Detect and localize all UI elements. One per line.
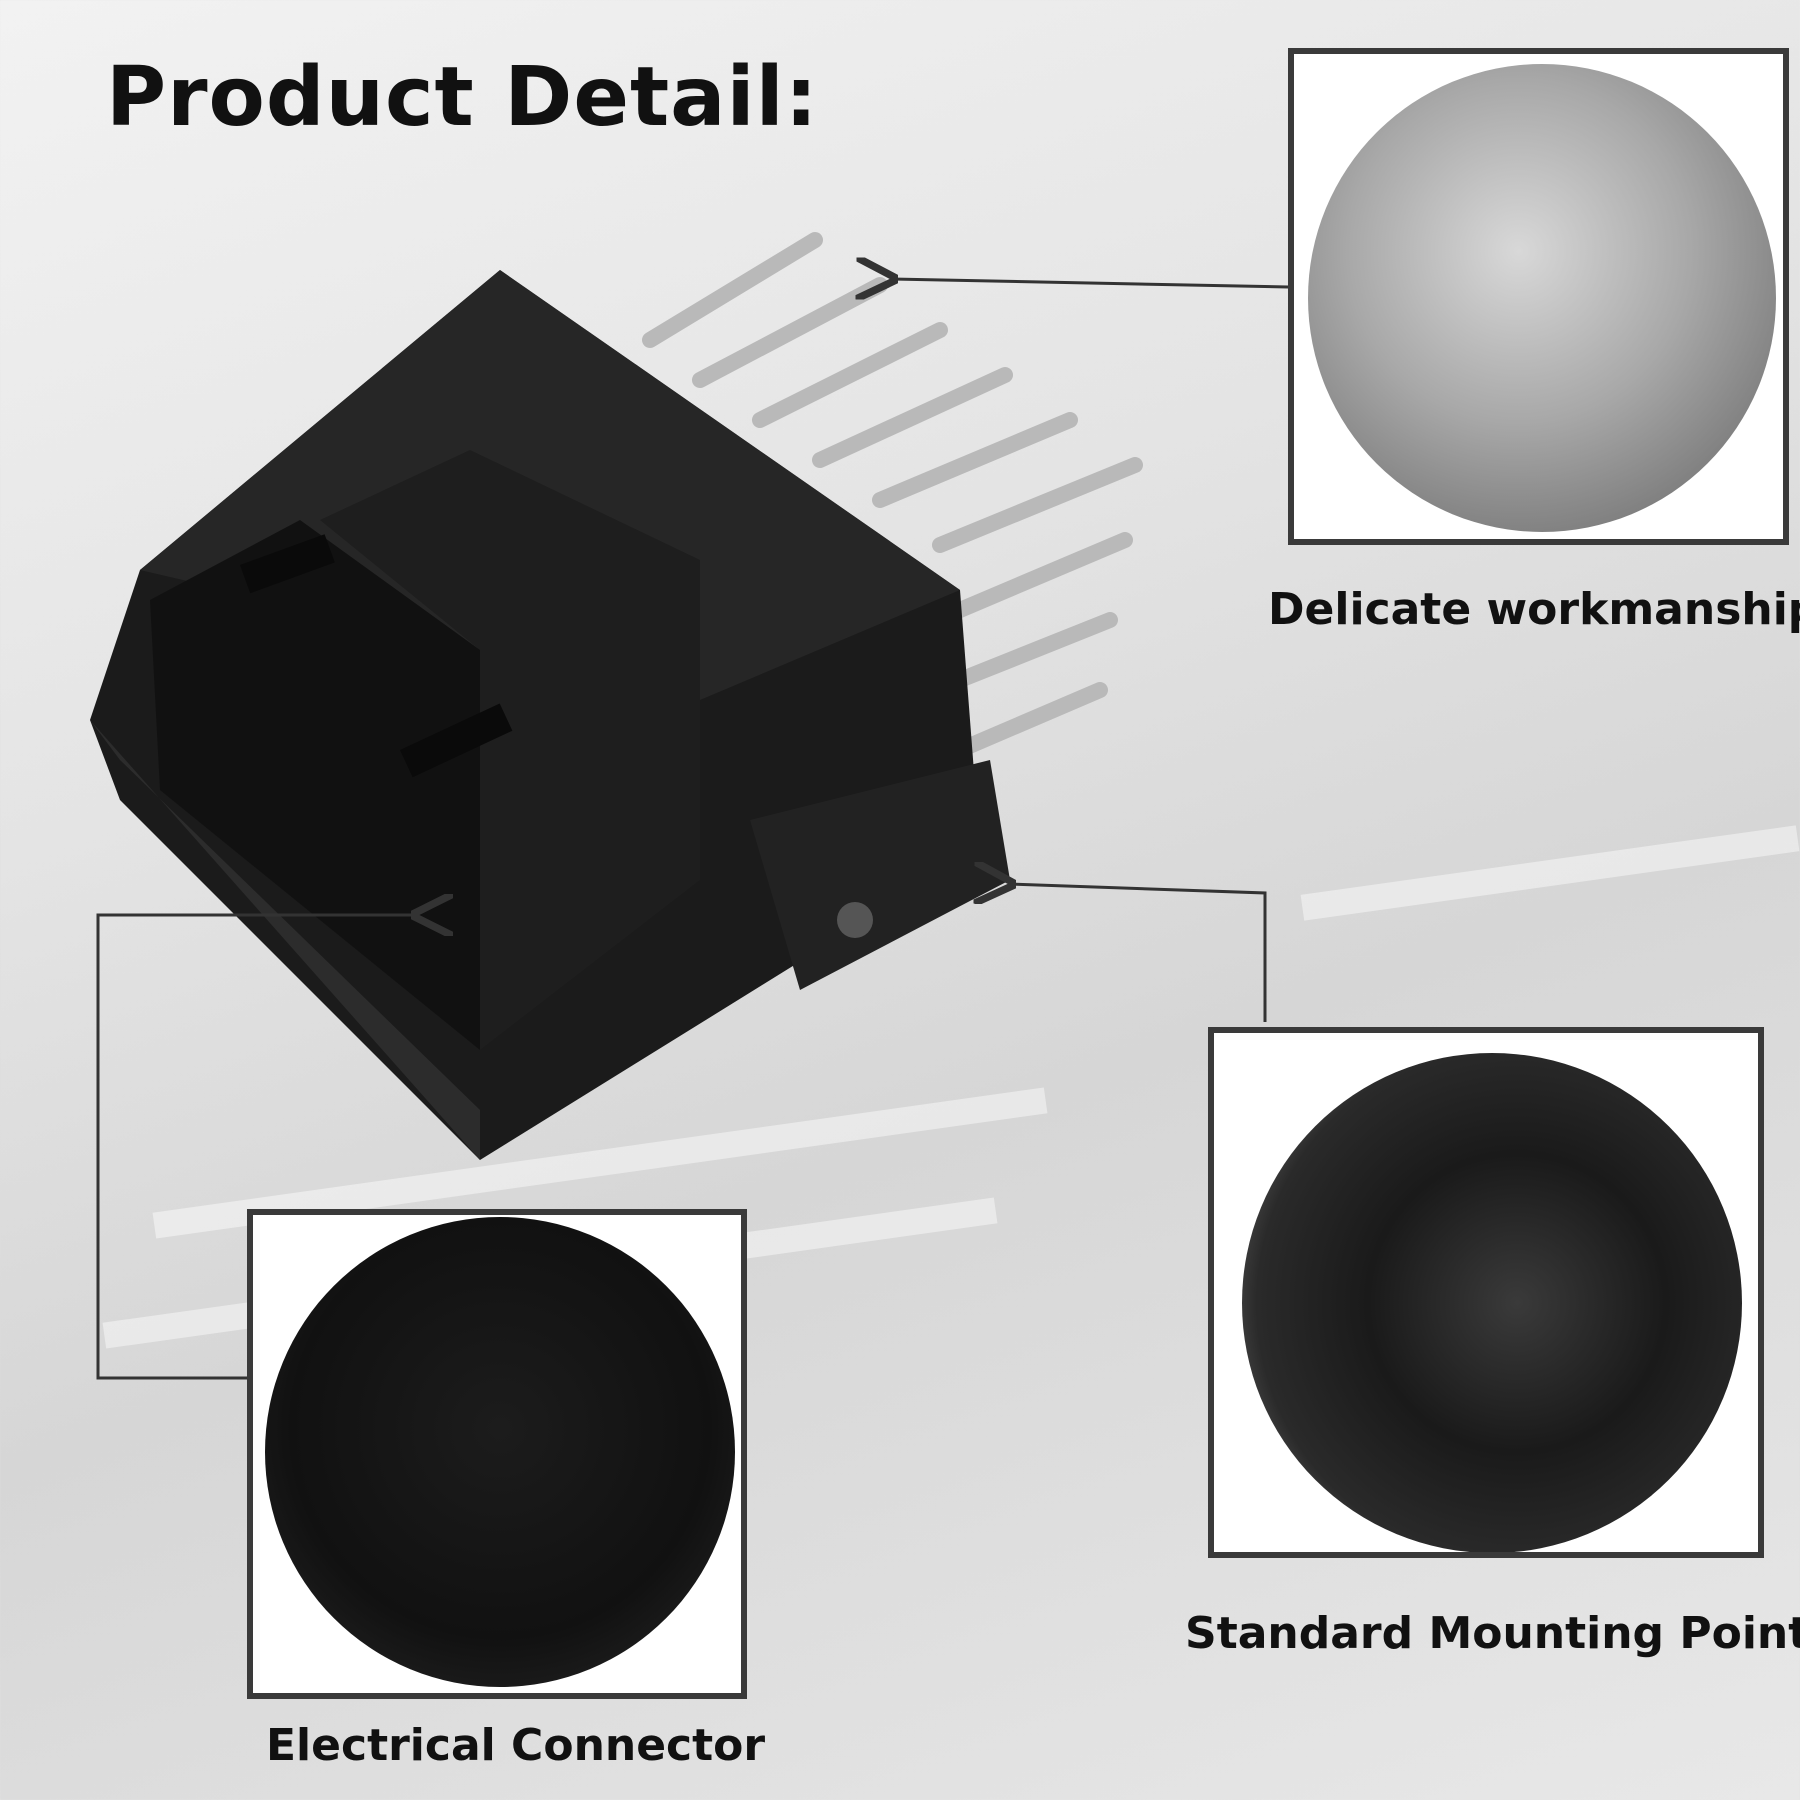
- caption-electrical-connector: Electrical Connector: [266, 1720, 766, 1771]
- detail-box-pins: [1288, 48, 1789, 545]
- resistor-body: [90, 270, 1010, 1160]
- caption-delicate-workmanship: Delicate workmanship: [1268, 584, 1800, 635]
- page-title: Product Detail:: [106, 50, 819, 145]
- callout-lines: [96, 279, 1289, 1380]
- caption-standard-mounting-point: Standard Mounting Point: [1185, 1608, 1800, 1659]
- pins-closeup-image: [1308, 64, 1776, 532]
- mounting-closeup-image: [1242, 1053, 1742, 1552]
- detail-box-mounting: [1208, 1027, 1764, 1558]
- connector-closeup-image: [265, 1217, 735, 1687]
- metal-pins: [642, 232, 1143, 758]
- detail-box-connector: [247, 1209, 747, 1699]
